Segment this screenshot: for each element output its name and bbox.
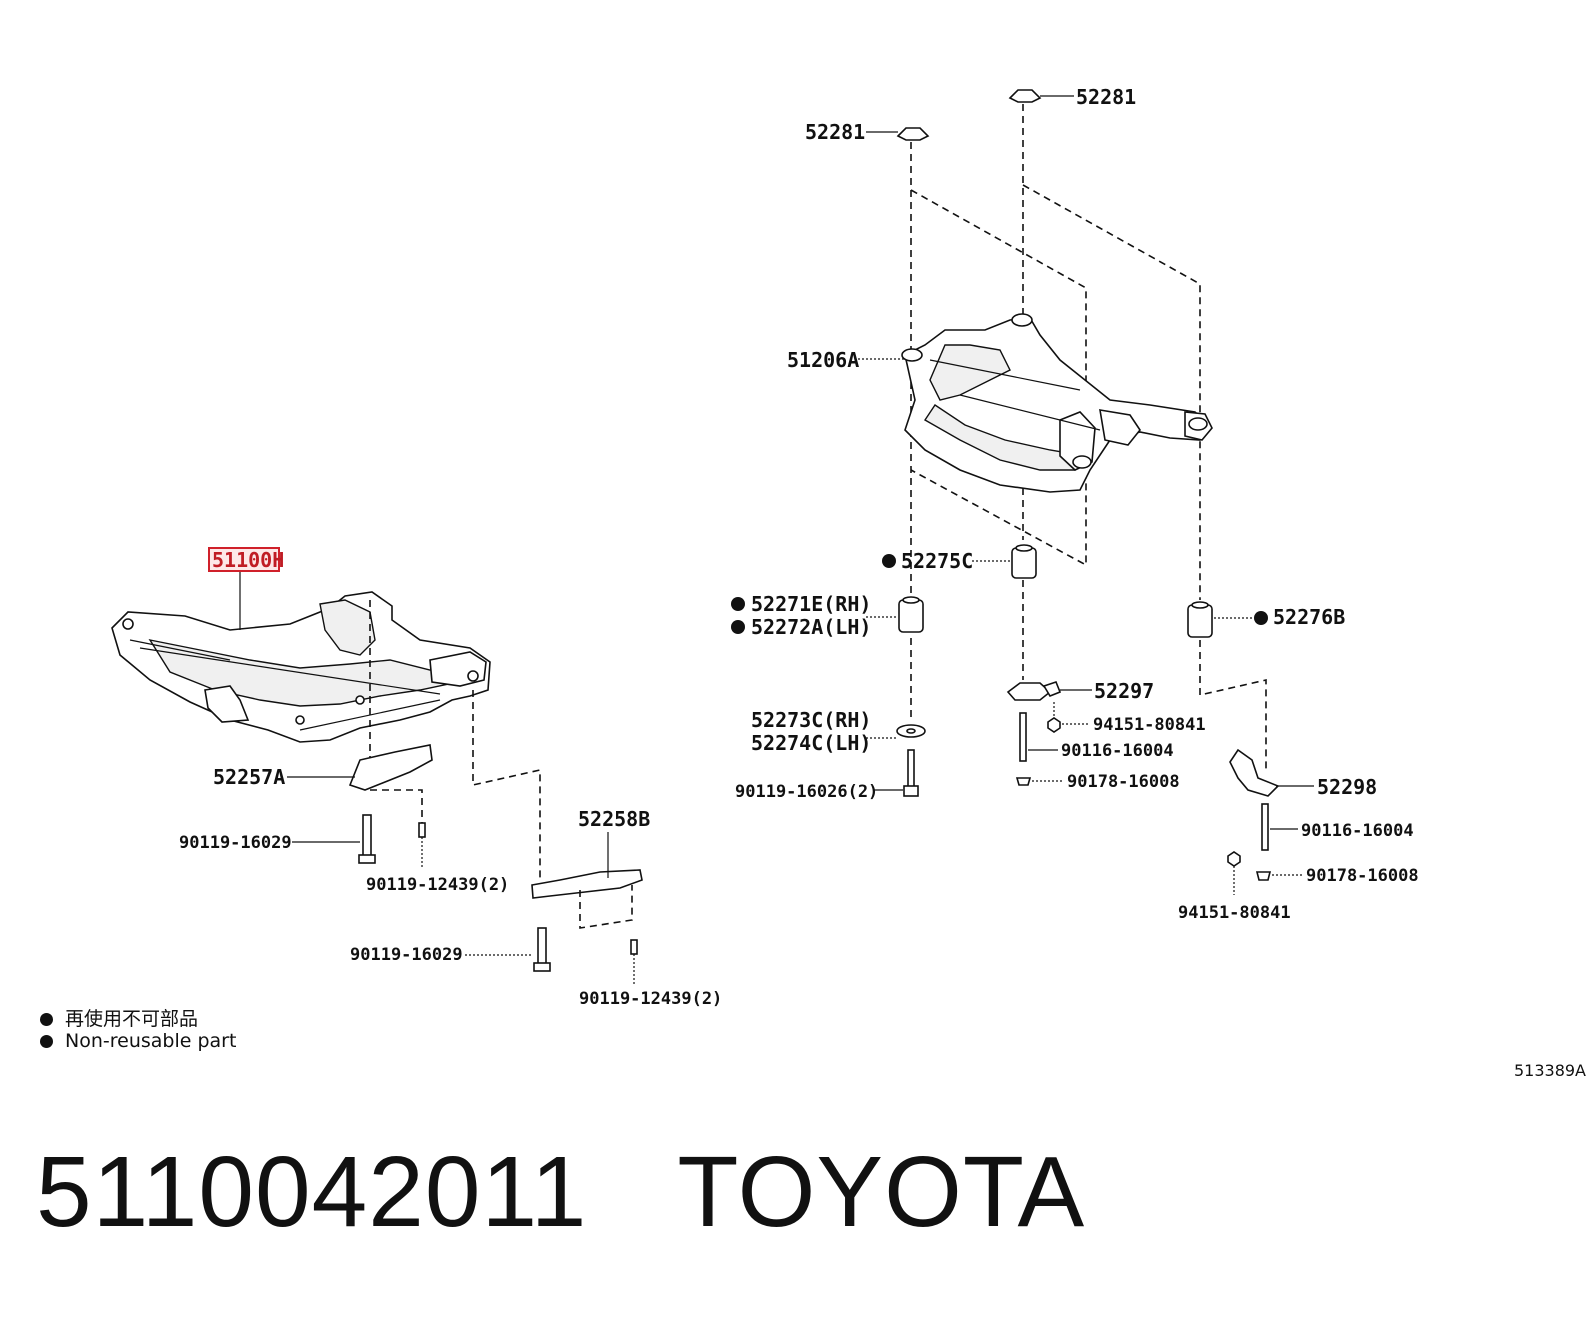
bullet-icon <box>40 1035 53 1048</box>
callout-52273c[interactable]: 52273C(RH) <box>751 708 871 732</box>
callout-51100h[interactable]: 51100H <box>212 548 284 572</box>
callout-52281-right[interactable]: 52281 <box>1076 85 1136 109</box>
bolt-90119-12439-b <box>630 939 638 985</box>
callout-90116-16004-a[interactable]: 90116-16004 <box>1061 741 1174 761</box>
footer-title: 5110042011 TOYOTA <box>36 1135 1085 1250</box>
legend-text-en: Non-reusable part <box>65 1030 237 1052</box>
mount-52297 <box>1006 681 1062 701</box>
highlight-box-51100h <box>208 547 280 572</box>
non-reusable-mark-52276b <box>1254 611 1268 625</box>
callout-52271e[interactable]: 52271E(RH) <box>751 592 871 616</box>
callout-52274c[interactable]: 52274C(LH) <box>751 731 871 755</box>
callout-90119-12439-b[interactable]: 90119-12439(2) <box>579 989 722 1009</box>
non-reusable-mark-52272a <box>731 620 745 634</box>
stopper-52281-right <box>1008 89 1042 103</box>
washer-52273c-52274c <box>896 724 926 738</box>
callout-51206a[interactable]: 51206A <box>787 348 859 372</box>
nut-94151-80841-a <box>1047 717 1061 733</box>
brand-name: TOYOTA <box>677 1136 1086 1248</box>
bolt-90119-16026 <box>903 749 919 797</box>
nut-94151-80841-b <box>1227 851 1241 895</box>
bushing-52276b <box>1187 601 1213 638</box>
bolt-90119-16029-b <box>533 927 551 972</box>
diagram-code: 513389A <box>1513 1061 1586 1080</box>
washer-90178-16008-b <box>1255 871 1272 881</box>
callout-52258b[interactable]: 52258B <box>578 807 650 831</box>
non-reusable-mark-52271e <box>731 597 745 611</box>
bracket-52298 <box>1229 748 1280 797</box>
washer-90178-16008-a <box>1015 777 1032 786</box>
callout-90119-12439-a[interactable]: 90119-12439(2) <box>366 875 509 895</box>
front-crossmember-drawing <box>111 591 491 743</box>
bushing-52271e-52272a <box>898 596 924 633</box>
callout-90178-16008-a[interactable]: 90178-16008 <box>1067 772 1180 792</box>
rear-subframe-drawing <box>901 313 1213 493</box>
stopper-52281-left <box>896 127 930 141</box>
callout-94151-80841-b[interactable]: 94151-80841 <box>1178 903 1291 923</box>
callout-90119-16029-b[interactable]: 90119-16029 <box>350 945 463 965</box>
bolt-90119-12439-a <box>418 822 426 868</box>
callout-52297[interactable]: 52297 <box>1094 679 1154 703</box>
callout-52298[interactable]: 52298 <box>1317 775 1377 799</box>
bullet-icon <box>40 1013 53 1026</box>
callout-90116-16004-b[interactable]: 90116-16004 <box>1301 821 1414 841</box>
callout-52275c[interactable]: 52275C <box>901 549 973 573</box>
legend-non-reusable-en: Non-reusable part <box>40 1030 236 1052</box>
callout-52276b[interactable]: 52276B <box>1273 605 1345 629</box>
legend-text-cn: 再使用不可部品 <box>65 1008 199 1030</box>
callout-52257a[interactable]: 52257A <box>213 765 285 789</box>
plate-52258b <box>531 869 643 899</box>
part-number: 5110042011 <box>36 1136 588 1248</box>
bolt-90116-16004-b <box>1261 803 1269 851</box>
bushing-52275c <box>1011 544 1037 579</box>
callout-90119-16026[interactable]: 90119-16026(2) <box>735 782 878 802</box>
bracket-52257a <box>348 744 433 791</box>
callout-90119-16029-a[interactable]: 90119-16029 <box>179 833 292 853</box>
callout-90178-16008-b[interactable]: 90178-16008 <box>1306 866 1419 886</box>
callout-52272a[interactable]: 52272A(LH) <box>751 615 871 639</box>
non-reusable-mark-52275c <box>882 554 896 568</box>
callout-94151-80841-a[interactable]: 94151-80841 <box>1093 715 1206 735</box>
legend-non-reusable-cn: 再使用不可部品 <box>40 1004 198 1031</box>
bolt-90119-16029-a <box>358 814 376 864</box>
callout-52281-left[interactable]: 52281 <box>805 120 865 144</box>
bolt-90116-16004-a <box>1019 712 1027 762</box>
